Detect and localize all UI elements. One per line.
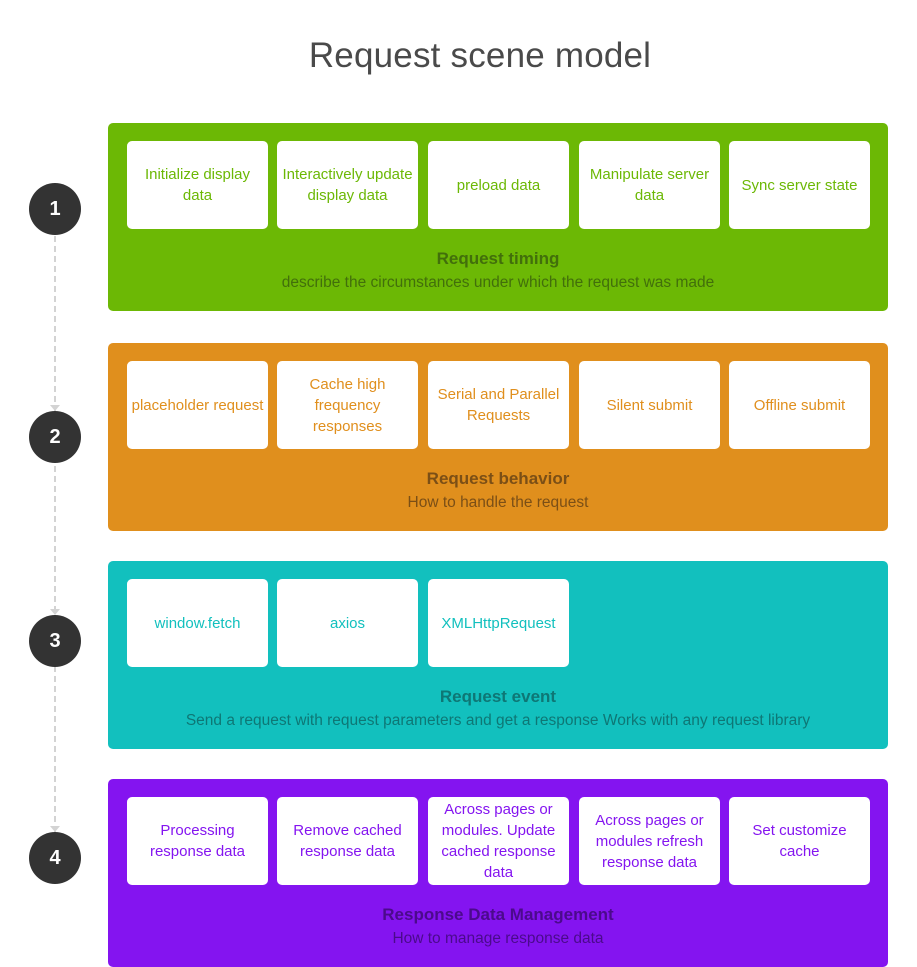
stage-request-timing: Initialize display data Interactively up… (108, 123, 888, 311)
step-number-2: 2 (29, 411, 81, 463)
card-preload-data: preload data (428, 141, 569, 229)
stage-request-event: window.fetch axios XMLHttpRequest Reques… (108, 561, 888, 749)
card-sync-server-state: Sync server state (729, 141, 870, 229)
card-serial-parallel-requests: Serial and Parallel Requests (428, 361, 569, 449)
stage-title: Response Data Management (382, 905, 614, 924)
card-manipulate-server-data: Manipulate server data (579, 141, 720, 229)
step-connector-line (54, 236, 56, 832)
step-number-1: 1 (29, 183, 81, 235)
card-placeholder-request: placeholder request (127, 361, 268, 449)
card-window-fetch: window.fetch (127, 579, 268, 667)
stage-title: Request behavior (426, 469, 570, 488)
card-refresh-response-data: Across pages or modules refresh response… (579, 797, 720, 885)
card-update-cached-response-data: Across pages or modules. Update cached r… (428, 797, 569, 885)
arrow-down-icon (50, 826, 60, 832)
stage-subtitle: How to manage response data (392, 930, 604, 947)
card-processing-response-data: Processing response data (127, 797, 268, 885)
card-axios: axios (277, 579, 418, 667)
card-offline-submit: Offline submit (729, 361, 870, 449)
stage-subtitle: Send a request with request parameters a… (185, 712, 811, 729)
card-interactively-update-display-data: Interactively update display data (277, 141, 418, 229)
card-remove-cached-response-data: Remove cached response data (277, 797, 418, 885)
page-title: Request scene model (308, 36, 652, 75)
stage-response-data-management: Processing response data Remove cached r… (108, 779, 888, 967)
card-xmlhttprequest: XMLHttpRequest (428, 579, 569, 667)
step-number-3: 3 (29, 615, 81, 667)
stage-subtitle: How to handle the request (407, 494, 589, 511)
stage-subtitle: describe the circumstances under which t… (281, 274, 715, 291)
card-initialize-display-data: Initialize display data (127, 141, 268, 229)
stage-title: Request event (439, 687, 557, 706)
card-cache-high-frequency-responses: Cache high frequency responses (277, 361, 418, 449)
step-number-4: 4 (29, 832, 81, 884)
stage-title: Request timing (436, 249, 560, 268)
arrow-down-icon (50, 609, 60, 615)
card-set-customize-cache: Set customize cache (729, 797, 870, 885)
card-silent-submit: Silent submit (579, 361, 720, 449)
stage-request-behavior: placeholder request Cache high frequency… (108, 343, 888, 531)
arrow-down-icon (50, 405, 60, 411)
